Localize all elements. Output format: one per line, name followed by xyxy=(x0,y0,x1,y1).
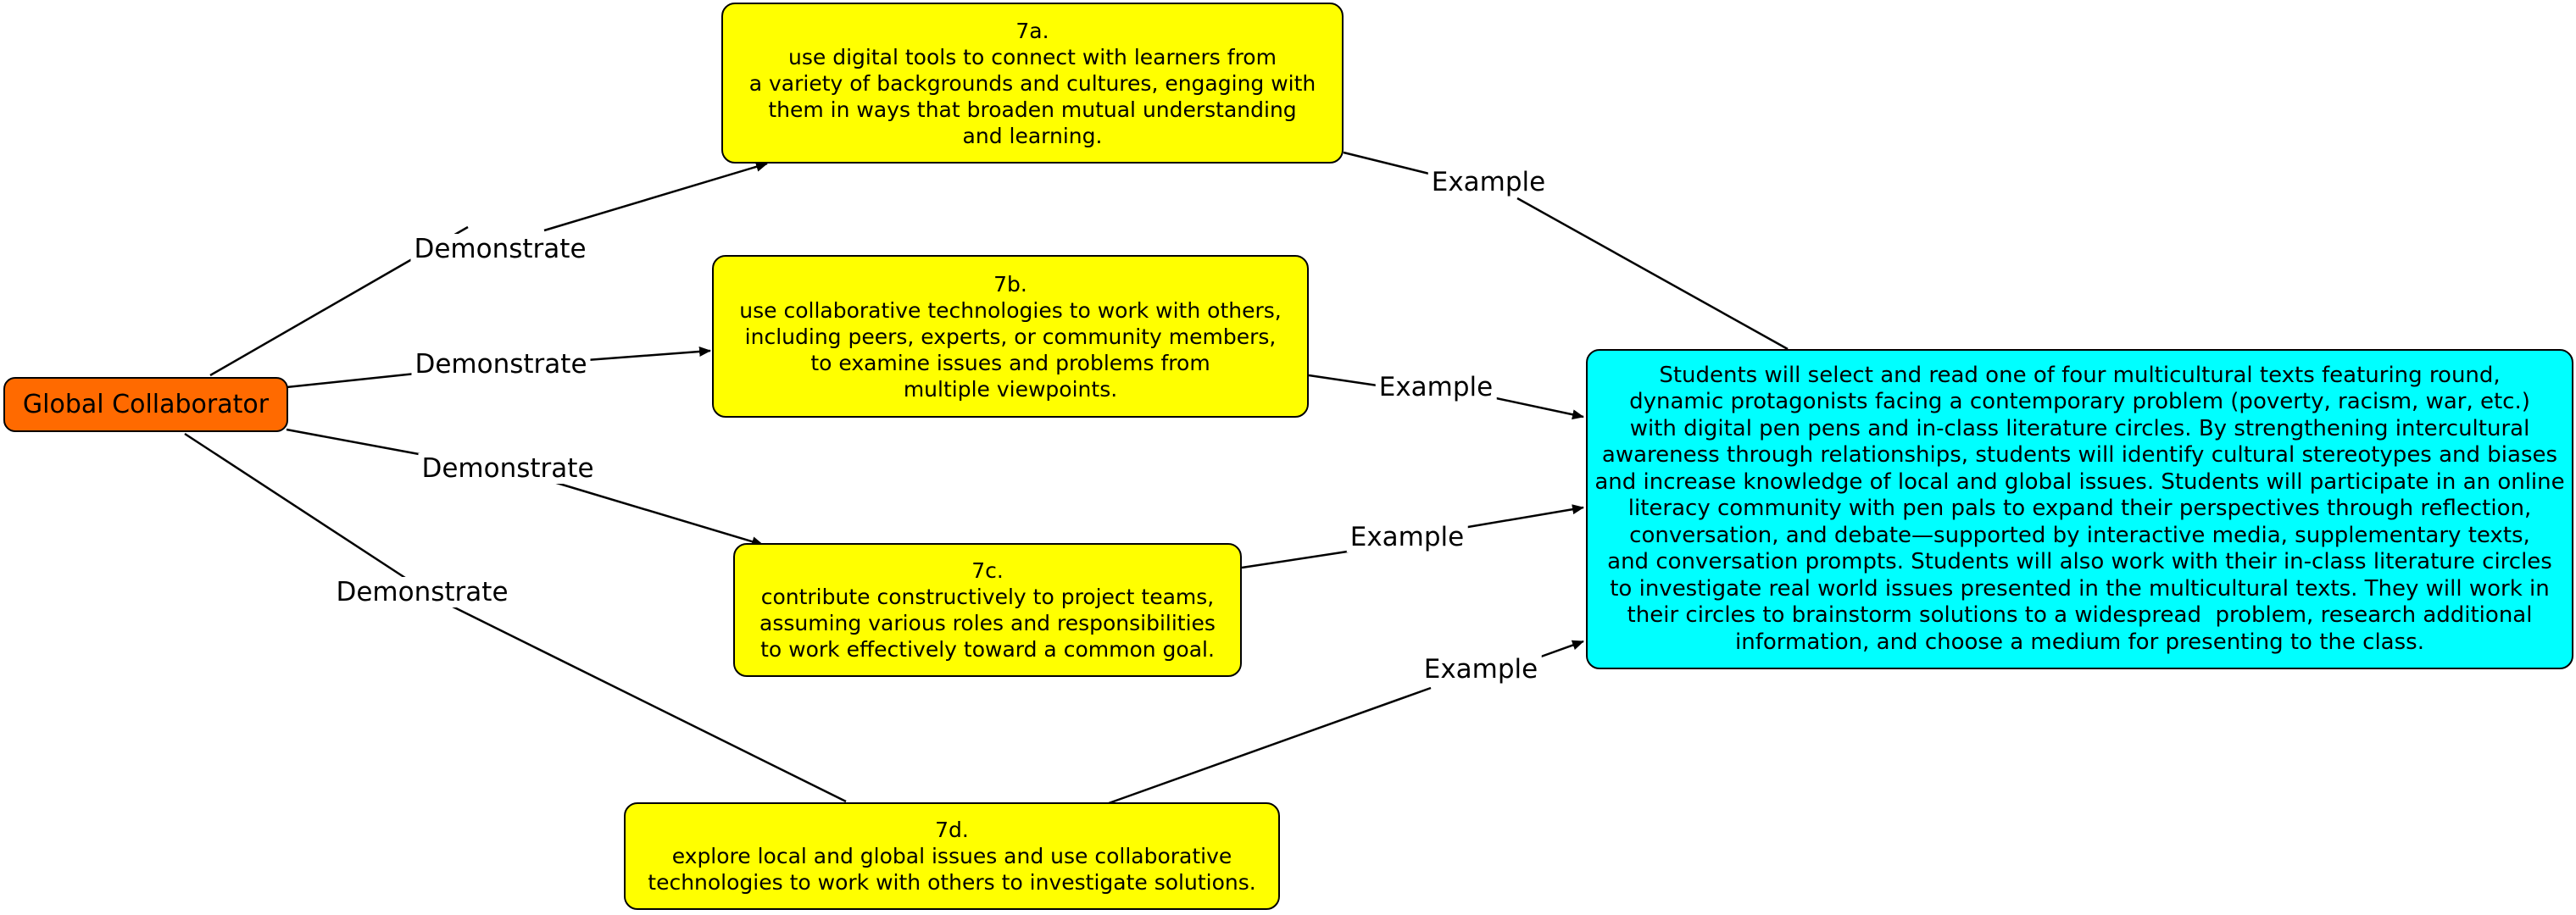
example-link-7c xyxy=(1241,507,1583,569)
standard-7c-text-line: contribute constructively to project tea… xyxy=(760,585,1215,609)
standard-7a-text-line: a variety of backgrounds and cultures, e… xyxy=(748,70,1316,96)
standard-7d-node[interactable]: 7d. explore local and global issues and … xyxy=(624,802,1280,910)
demonstrate-link-7a xyxy=(209,164,767,377)
example-text-line: and conversation prompts. Students will … xyxy=(1607,549,2552,575)
standard-7b-text-line: multiple viewpoints. xyxy=(903,376,1118,402)
standard-7d-text-line: technologies to work with others to inve… xyxy=(648,870,1256,895)
learning-activity-example-node[interactable]: Students will select and read one of fou… xyxy=(1586,349,2573,669)
standard-7b-text-line: including peers, experts, or community m… xyxy=(744,324,1277,349)
global-collaborator-label: Global Collaborator xyxy=(22,390,270,419)
example-text-line: their circles to brainstorm solutions to… xyxy=(1627,602,2533,629)
standard-7d-number: 7d. xyxy=(935,818,969,842)
standard-7c-node[interactable]: 7c. contribute constructively to project… xyxy=(733,543,1242,677)
example-text-line: and increase knowledge of local and glob… xyxy=(1594,469,2565,495)
standard-7d-text-line: explore local and global issues and use … xyxy=(671,844,1232,868)
global-collaborator-node[interactable]: Global Collaborator xyxy=(3,377,288,432)
example-text-line: Students will select and read one of fou… xyxy=(1659,362,2501,388)
standard-7a-number: 7a. xyxy=(1015,18,1049,43)
demonstrate-link-7d xyxy=(184,432,847,803)
demonstrate-label-7a: Demonstrate xyxy=(410,234,590,264)
standard-7c-text-line: assuming various roles and responsibilit… xyxy=(759,611,1216,635)
example-text-line: literacy community with pen pals to expa… xyxy=(1627,496,2532,522)
example-label-7a: Example xyxy=(1427,167,1549,197)
example-text-line: conversation, and debate—supported by in… xyxy=(1629,522,2530,548)
demonstrate-label-7d: Demonstrate xyxy=(332,577,512,607)
standard-7b-number: 7b. xyxy=(993,271,1027,297)
example-text-line: awareness through relationships, student… xyxy=(1601,442,2558,469)
example-label-7c: Example xyxy=(1346,522,1468,552)
standard-7a-text-line: and learning. xyxy=(962,123,1103,148)
example-text-line: with digital pen pens and in-class liter… xyxy=(1629,415,2530,441)
example-text-line: dynamic protagonists facing a contempora… xyxy=(1629,389,2530,415)
standard-7b-text-line: to examine issues and problems from xyxy=(810,350,1210,375)
standard-7a-text-line: use digital tools to connect with learne… xyxy=(788,44,1277,69)
standard-7b-text-line: use collaborative technologies to work w… xyxy=(739,297,1282,323)
standard-7c-text-line: to work effectively toward a common goal… xyxy=(760,637,1215,662)
example-text-line: information, and choose a medium for pre… xyxy=(1735,629,2424,655)
example-label-7b: Example xyxy=(1375,372,1497,402)
demonstrate-label-7c: Demonstrate xyxy=(418,453,598,484)
demonstrate-link-7b xyxy=(286,351,710,389)
example-label-7d: Example xyxy=(1420,654,1542,685)
standard-7c-number: 7c. xyxy=(971,558,1004,583)
example-text-line: to investigate real world issues present… xyxy=(1610,575,2550,602)
example-link-7d xyxy=(1108,641,1583,805)
standard-7a-node[interactable]: 7a. use digital tools to connect with le… xyxy=(721,3,1344,164)
example-link-7a xyxy=(1343,151,1789,351)
demonstrate-link-7c xyxy=(286,428,763,545)
standard-7b-node[interactable]: 7b. use collaborative technologies to wo… xyxy=(712,255,1309,418)
demonstrate-label-7b: Demonstrate xyxy=(411,349,591,380)
example-link-7b xyxy=(1308,374,1583,417)
standard-7a-text-line: them in ways that broaden mutual underst… xyxy=(768,97,1297,122)
